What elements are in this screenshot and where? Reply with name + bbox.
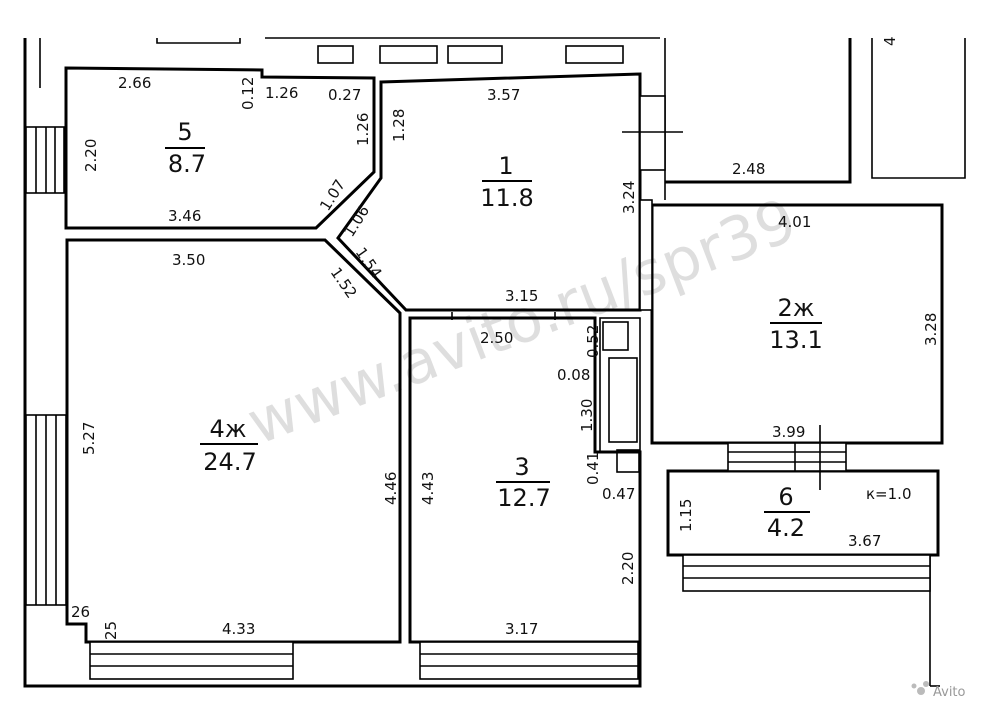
- dim-label: 3.17: [505, 620, 538, 638]
- top-windows: [156, 37, 660, 64]
- dim-label: 0.52: [584, 325, 602, 358]
- room-6-area: 4.2: [767, 514, 805, 542]
- dim-label: 2.50: [480, 329, 513, 347]
- dim-label: 3.67: [848, 532, 881, 550]
- room-3-area: 12.7: [497, 484, 550, 512]
- brand-label: Avito: [933, 685, 966, 700]
- dim-label: 2.20: [82, 139, 100, 172]
- partition-marks: [622, 95, 683, 311]
- bottom-windows: [89, 641, 639, 680]
- dim-label: 1.30: [578, 399, 596, 432]
- balcony-doors: [682, 425, 931, 592]
- dim-label: 1.54: [352, 244, 386, 282]
- dim-label: 3.24: [620, 181, 638, 214]
- left-windows: [25, 126, 67, 606]
- room-2-area: 13.1: [769, 326, 822, 354]
- room-5-outline: [64, 66, 376, 230]
- dim-label: к=1.0: [866, 485, 911, 503]
- room-1-number: 1: [498, 152, 513, 180]
- dim-label: 0.27: [328, 86, 361, 104]
- dim-label: 26: [71, 603, 90, 621]
- dim-label: 2.66: [118, 74, 151, 92]
- dim-label: 0.47: [602, 485, 635, 503]
- room-4-area: 24.7: [203, 448, 256, 476]
- dim-label: 25: [102, 621, 120, 640]
- dim-label: 0.08: [557, 366, 590, 384]
- room-1-outline: [336, 72, 642, 312]
- dim-label: 3.57: [487, 86, 520, 104]
- dim-label: 1.28: [390, 109, 408, 142]
- dim-label: 0.41: [584, 452, 602, 485]
- room-labels: 5 8.7 1 11.8 2ж 13.1 4ж 24.7 3 12.7 6 4.…: [165, 118, 823, 542]
- dimension-labels: 2.66 0.12 1.26 0.27 1.26 2.20 1.07 3.46 …: [71, 36, 940, 640]
- dim-label: 4.33: [222, 620, 255, 638]
- watermark: www.avito.ru/spr39: [238, 185, 806, 459]
- room-3-number: 3: [514, 453, 529, 481]
- dim-label: 4.01: [778, 213, 811, 231]
- avito-logo: Avito: [911, 681, 966, 700]
- closets: [451, 312, 641, 473]
- dim-label: 2.48: [732, 160, 765, 178]
- dim-label: 3.50: [172, 251, 205, 269]
- dim-label: 5.27: [80, 422, 98, 455]
- dim-label: 1.06: [340, 202, 373, 240]
- dim-label: 1.26: [265, 84, 298, 102]
- dim-label: 4: [881, 36, 899, 46]
- dim-label: 3.28: [922, 313, 940, 346]
- dim-label: 3.99: [772, 423, 805, 441]
- dim-label: 1.26: [354, 113, 372, 146]
- dim-label: 4.46: [382, 472, 400, 505]
- dim-label: 2.20: [619, 552, 637, 585]
- room-1-area: 11.8: [480, 184, 533, 212]
- dim-label: 1.15: [677, 499, 695, 532]
- dim-label: 3.15: [505, 287, 538, 305]
- room-4-number: 4ж: [210, 415, 247, 443]
- dim-label: 0.12: [239, 77, 257, 110]
- room-5-number: 5: [177, 118, 192, 146]
- dim-label: 4.43: [419, 472, 437, 505]
- room-2-number: 2ж: [778, 294, 815, 322]
- room-5-area: 8.7: [168, 150, 206, 178]
- room-6-number: 6: [778, 483, 793, 511]
- dim-label: 1.07: [316, 176, 349, 214]
- dim-label: 3.46: [168, 207, 201, 225]
